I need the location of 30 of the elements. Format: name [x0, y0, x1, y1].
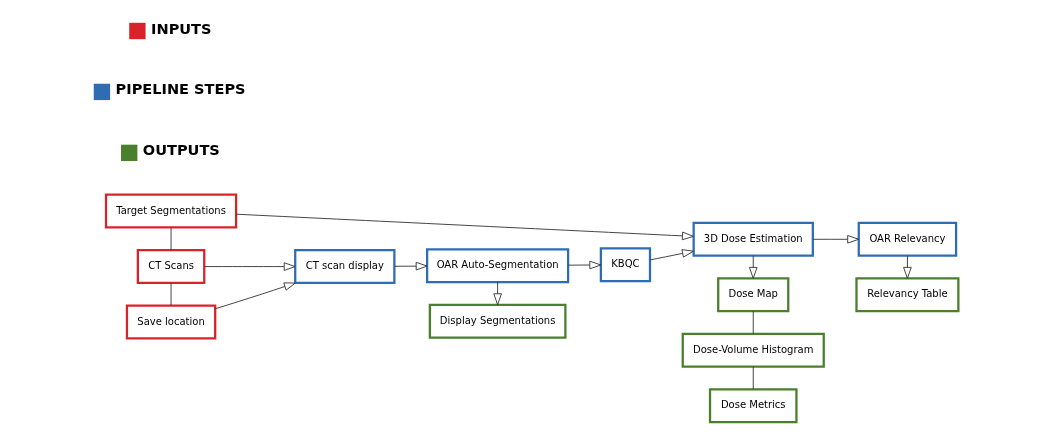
arrow — [393, 261, 428, 271]
node-box: Dose-Volume Histogram — [681, 332, 825, 368]
node-box: Dose Metrics — [708, 388, 798, 424]
arrow — [649, 249, 694, 261]
legend-label: OUTPUTS — [142, 141, 220, 159]
node-box: Target Segmentations — [104, 193, 237, 229]
arrow — [748, 255, 757, 279]
arrow — [203, 262, 296, 271]
connector — [752, 310, 754, 335]
node-box: OAR Auto-Segmentation — [425, 248, 569, 284]
node-box: Dose Map — [716, 277, 789, 313]
arrow — [214, 282, 296, 310]
node-box: CT scan display — [293, 249, 395, 285]
arrow — [567, 260, 601, 270]
arrow — [812, 235, 859, 244]
connector — [170, 282, 171, 307]
node-box: CT Scans — [136, 249, 205, 285]
arrow — [902, 255, 912, 279]
node-box: Display Segmentations — [428, 303, 567, 339]
node-box: KBQC — [599, 247, 651, 283]
legend-label: INPUTS — [150, 19, 212, 37]
connector — [170, 227, 171, 251]
arrow — [492, 281, 502, 306]
node-box: OAR Relevancy — [857, 221, 957, 257]
node-box: Save location — [125, 304, 216, 340]
legend-label: PIPELINE STEPS — [115, 80, 246, 98]
node-box: 3D Dose Estimation — [692, 221, 814, 257]
arrow — [235, 213, 694, 241]
connector — [752, 366, 754, 390]
node-box: Relevancy Table — [854, 277, 959, 313]
